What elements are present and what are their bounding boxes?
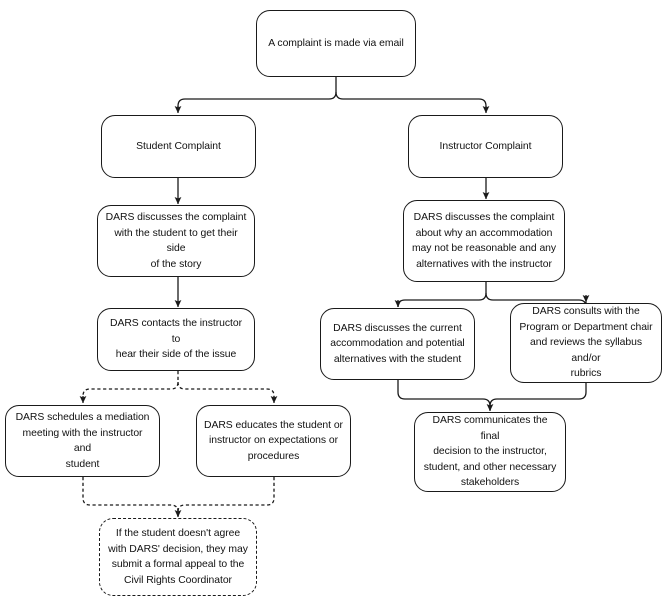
node-label: DARS communicates the final decision to … <box>423 415 557 489</box>
node-dars-discusses-with-instructor[interactable]: DARS discusses the complaint about why a… <box>403 200 565 282</box>
edge-discuss-instructor-to-split <box>397 282 487 308</box>
edge-educates-to-merge <box>177 477 275 516</box>
node-student-complaint[interactable]: Student Complaint <box>101 115 256 178</box>
node-dars-consults-chair[interactable]: DARS consults with the Program or Depart… <box>510 303 662 383</box>
node-dars-educates[interactable]: DARS educates the student or instructor … <box>196 405 351 477</box>
node-dars-schedules-mediation[interactable]: DARS schedules a mediation meeting with … <box>5 405 160 477</box>
edge-start-to-split <box>177 77 337 110</box>
node-label: DARS educates the student or instructor … <box>204 419 343 462</box>
node-label: A complaint is made via email <box>268 37 404 49</box>
node-dars-discusses-with-student[interactable]: DARS discusses the complaint with the st… <box>97 205 255 277</box>
edge-start-to-split-right <box>335 91 487 110</box>
node-instructor-complaint[interactable]: Instructor Complaint <box>408 115 563 178</box>
node-label: If the student doesn't agree with DARS' … <box>108 528 248 586</box>
edge-contacts-to-split-right <box>177 381 275 400</box>
edge-discuss-current-to-merge <box>397 380 491 410</box>
node-dars-communicates-final-decision[interactable]: DARS communicates the final decision to … <box>414 412 566 492</box>
node-label: DARS consults with the Program or Depart… <box>519 306 653 380</box>
node-label: DARS discusses the complaint with the st… <box>105 212 247 270</box>
node-label: DARS contacts the instructor to hear the… <box>110 318 242 361</box>
node-label: Student Complaint <box>136 140 221 152</box>
edge-contacts-to-split <box>82 371 179 400</box>
node-label: DARS schedules a mediation meeting with … <box>15 412 150 470</box>
node-dars-contacts-instructor[interactable]: DARS contacts the instructor to hear the… <box>97 308 255 371</box>
node-dars-discusses-current-accommodation[interactable]: DARS discusses the current accommodation… <box>320 308 475 380</box>
edge-mediation-to-merge <box>82 477 179 516</box>
node-formal-appeal[interactable]: If the student doesn't agree with DARS' … <box>99 518 257 596</box>
node-label: DARS discusses the current accommodation… <box>330 322 465 365</box>
node-label: Instructor Complaint <box>439 140 532 152</box>
node-label: DARS discusses the complaint about why a… <box>411 212 557 270</box>
edge-consults-chair-to-merge <box>489 383 587 410</box>
node-start[interactable]: A complaint is made via email <box>256 10 416 77</box>
